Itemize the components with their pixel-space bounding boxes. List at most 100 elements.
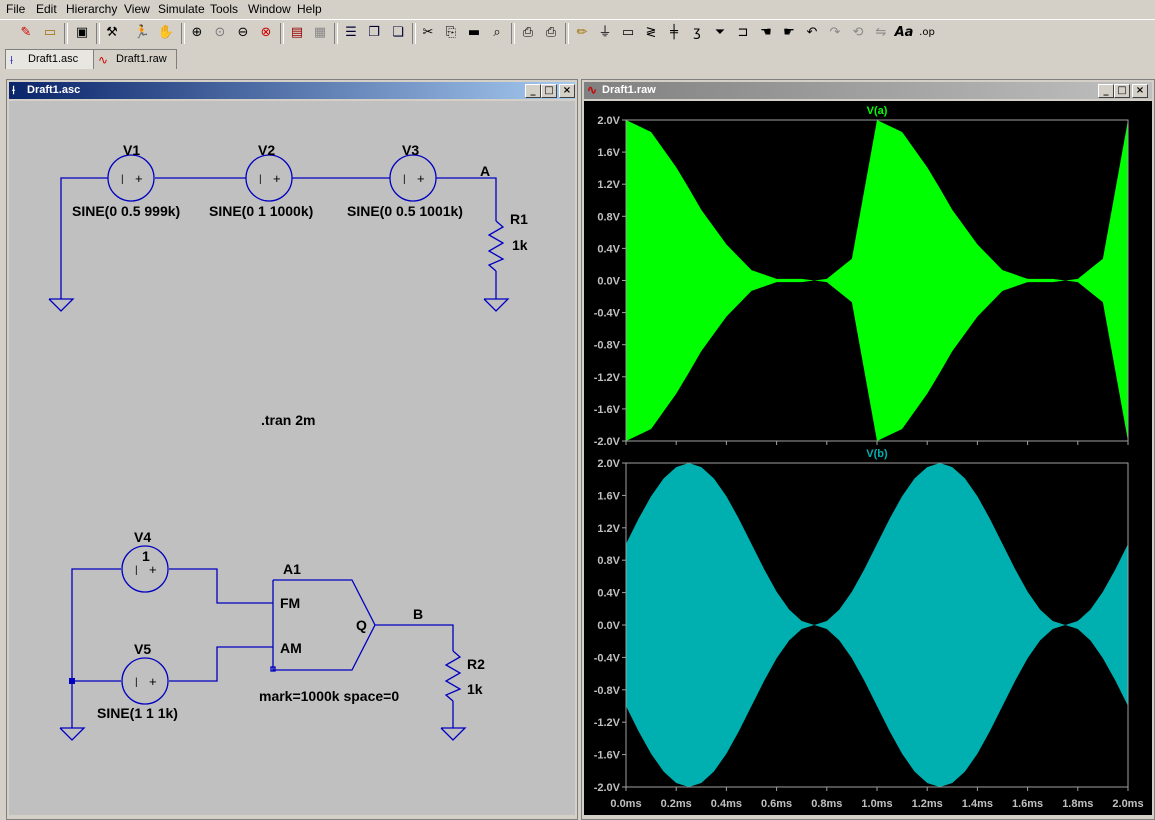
drag-icon[interactable]: ☛ xyxy=(783,25,795,40)
trace-envelope-V(a) xyxy=(626,120,1128,441)
y-tick-label: 1.6V xyxy=(597,490,620,502)
svg-text:+: + xyxy=(417,171,425,186)
draw-wire-icon[interactable]: ✏ xyxy=(576,25,588,40)
zoom-pan-icon[interactable]: ⊙ xyxy=(214,25,226,40)
mirror-icon[interactable]: ⇋ xyxy=(875,25,887,40)
menu-view[interactable]: View xyxy=(124,2,150,16)
menu-help[interactable]: Help xyxy=(297,2,322,16)
inductor-icon[interactable]: ʒ xyxy=(693,25,701,40)
y-tick-label: 1.2V xyxy=(597,179,620,191)
v2-value: SINE(0 1 1000k) xyxy=(209,203,313,219)
find-icon[interactable]: ⌕ xyxy=(493,25,501,40)
y-tick-label: -0.8V xyxy=(594,685,621,697)
maximize-button[interactable]: □ xyxy=(541,84,557,98)
menu-file[interactable]: File xyxy=(6,2,26,16)
save-icon[interactable]: ▣ xyxy=(75,25,89,40)
menu-hierarchy[interactable]: Hierarchy xyxy=(66,2,118,16)
menu-tools[interactable]: Tools xyxy=(210,2,239,16)
tab-label: Draft1.raw xyxy=(116,53,167,65)
resistor-icon[interactable]: ≷ xyxy=(645,25,657,40)
print-icon[interactable]: ⎙ xyxy=(545,25,557,40)
y-tick-label: -0.4V xyxy=(594,308,621,320)
r2-ref: R2 xyxy=(467,656,485,672)
zoom-in-icon[interactable]: ⊕ xyxy=(191,25,203,40)
trace-label: V(a) xyxy=(867,105,888,117)
minimize-button[interactable]: _ xyxy=(1098,84,1114,98)
capacitor-icon[interactable]: ╪ xyxy=(670,25,678,40)
y-tick-label: -1.6V xyxy=(594,750,621,762)
component-icon[interactable]: ⊐ xyxy=(737,25,749,40)
grid-icon[interactable]: ▦ xyxy=(313,25,327,40)
schematic-canvas[interactable]: |+ |+ |+ |+ |+ V1 SINE(0 0.5 999k) V2 SI… xyxy=(9,101,575,815)
v4-value: 1 xyxy=(142,548,150,564)
window-title: Draft1.raw xyxy=(602,84,656,96)
r1-value: 1k xyxy=(512,237,528,253)
ground-icon[interactable]: ⏚ xyxy=(598,25,612,40)
document-tabs: ⟊ Draft1.asc ∿ Draft1.raw xyxy=(0,48,1155,70)
open-icon[interactable]: ▭ xyxy=(43,25,57,40)
print-setup-icon[interactable]: ⎙ xyxy=(522,25,534,40)
paste-icon[interactable]: ▬ xyxy=(467,25,481,40)
zoom-fit-icon[interactable]: ⊗ xyxy=(260,25,272,40)
x-tick-label: 1.2ms xyxy=(912,798,943,810)
menu-window[interactable]: Window xyxy=(248,2,291,16)
redo-icon[interactable]: ↷ xyxy=(829,25,841,40)
window-title: Draft1.asc xyxy=(27,84,81,96)
maximize-button[interactable]: □ xyxy=(1114,84,1130,98)
y-tick-label: -0.4V xyxy=(594,652,621,664)
r2-value: 1k xyxy=(467,681,483,697)
y-tick-label: -1.2V xyxy=(594,372,621,384)
fm-pin-label: FM xyxy=(280,595,300,611)
run-icon[interactable]: 🏃 xyxy=(133,25,151,40)
spice-directive[interactable]: .tran 2m xyxy=(261,412,315,428)
menu-simulate[interactable]: Simulate xyxy=(158,2,205,16)
move-icon[interactable]: ☚ xyxy=(760,25,772,40)
tab-draft1-raw[interactable]: ∿ Draft1.raw xyxy=(93,49,177,69)
am-pin-label: AM xyxy=(280,640,302,656)
x-tick-label: 0.2ms xyxy=(661,798,692,810)
new-schematic-icon[interactable]: ✎ xyxy=(20,25,32,40)
waveform-canvas[interactable]: 2.0V1.6V1.2V0.8V0.4V0.0V-0.4V-0.8V-1.2V-… xyxy=(584,101,1152,815)
tile-vertical-icon[interactable]: ❏ xyxy=(392,25,404,40)
y-tick-label: 1.2V xyxy=(597,523,620,535)
v4-ref: V4 xyxy=(134,529,151,545)
y-tick-label: 0.0V xyxy=(597,276,620,288)
autorange-icon[interactable]: ▤ xyxy=(290,25,304,40)
cut-icon[interactable]: ✂ xyxy=(422,25,434,40)
v5-ref: V5 xyxy=(134,641,151,657)
menu-edit[interactable]: Edit xyxy=(36,2,57,16)
tile-horizontal-icon[interactable]: ☰ xyxy=(345,25,357,40)
trace-label: V(b) xyxy=(866,448,888,460)
x-tick-label: 0.6ms xyxy=(761,798,792,810)
cascade-icon[interactable]: ❐ xyxy=(368,25,380,40)
minimize-button[interactable]: _ xyxy=(525,84,541,98)
rotate-icon[interactable]: ⟲ xyxy=(852,25,864,40)
y-tick-label: -1.6V xyxy=(594,404,621,416)
v1-ref: V1 xyxy=(123,142,140,158)
a1-ref: A1 xyxy=(283,561,301,577)
y-tick-label: 1.6V xyxy=(597,147,620,159)
close-button[interactable]: × xyxy=(1132,84,1148,98)
v5-value: SINE(1 1 1k) xyxy=(97,705,178,721)
x-tick-label: 1.6ms xyxy=(1012,798,1043,810)
control-panel-icon[interactable]: ⚒ xyxy=(106,25,118,40)
waveform-titlebar: ∿ Draft1.raw _ □ × xyxy=(584,82,1152,99)
v2-ref: V2 xyxy=(258,142,275,158)
label-net-icon[interactable]: ▭ xyxy=(621,25,635,40)
net-label-a: A xyxy=(480,163,490,179)
close-button[interactable]: × xyxy=(559,84,575,98)
spice-directive-icon[interactable]: .op xyxy=(919,27,935,38)
halt-icon[interactable]: ✋ xyxy=(157,25,175,40)
diode-icon[interactable]: ⏷ xyxy=(714,25,726,40)
copy-icon[interactable]: ⎘ xyxy=(445,25,457,40)
schematic-icon: ⟊ xyxy=(10,53,14,67)
undo-icon[interactable]: ↶ xyxy=(806,25,818,40)
tab-draft1-asc[interactable]: ⟊ Draft1.asc xyxy=(5,49,94,69)
zoom-out-icon[interactable]: ⊖ xyxy=(237,25,249,40)
svg-text:|: | xyxy=(403,174,406,185)
y-tick-label: 0.8V xyxy=(597,555,620,567)
schematic-titlebar: ⟊ Draft1.asc _ □ × xyxy=(9,82,575,99)
net-label-b: B xyxy=(413,606,423,622)
text-icon[interactable]: Aa xyxy=(894,25,914,40)
